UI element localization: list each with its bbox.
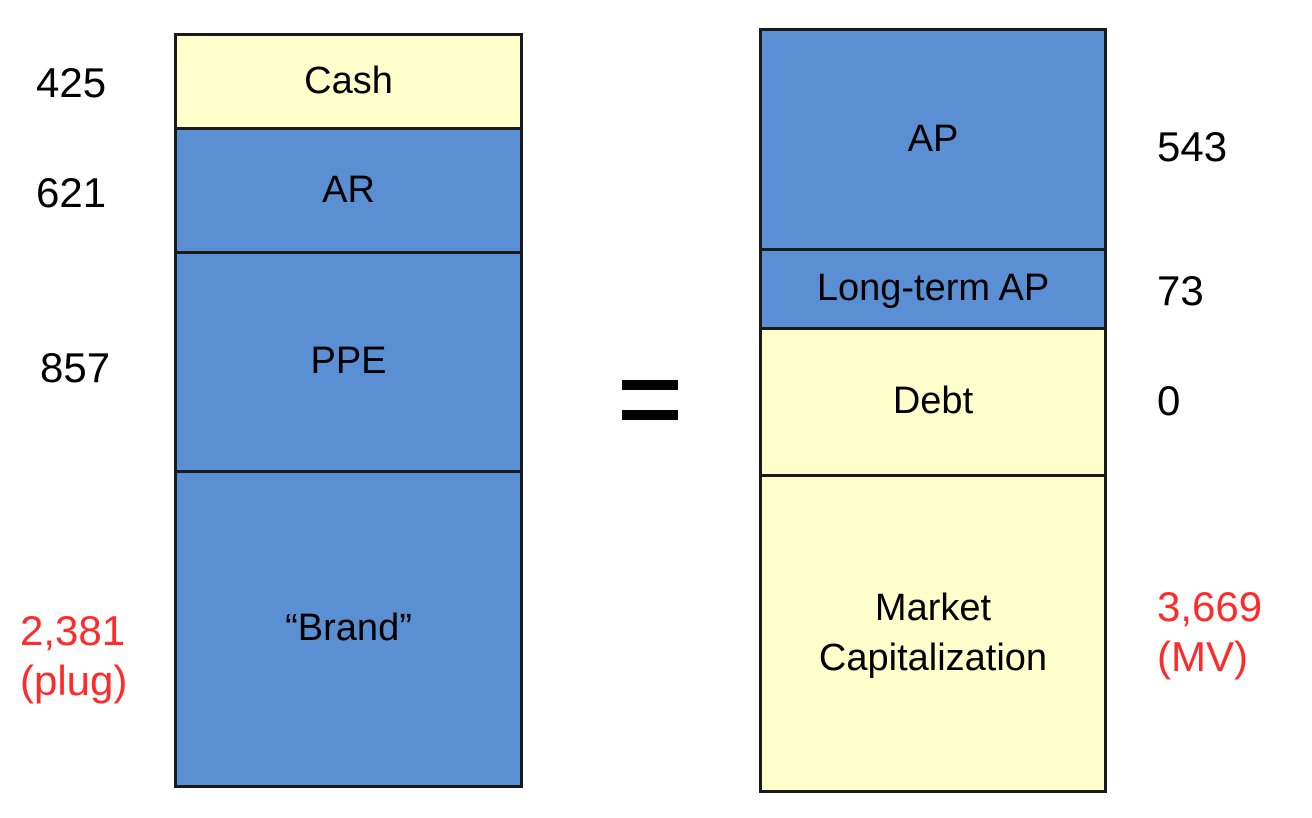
asset-value-brand: 2,381 (plug) [20,606,127,707]
equals-sign [622,380,678,420]
liability-box-debt: Debt [759,327,1107,477]
asset-value-cash: 425 [36,59,107,106]
asset-box-ppe: PPE [174,251,523,473]
equity-box-market-cap: Market Capitalization [759,474,1107,793]
liability-label-long-term-ap: Long-term AP [816,267,1050,310]
asset-box-ar: AR [174,127,523,254]
asset-box-brand: “Brand” [174,470,523,788]
equals-bar-top [622,380,678,390]
asset-label-cash: Cash [304,59,393,102]
equity-value-market-cap: 3,669 (MV) [1157,582,1262,683]
equity-label-line2: Capitalization [818,636,1048,679]
liability-value-debt: 0 [1157,377,1181,424]
equity-label-line1: Market [874,587,992,630]
asset-value-ar: 621 [36,169,107,216]
equity-value-note: (MV) [1157,633,1248,681]
equals-bar-bottom [622,410,678,420]
liability-box-ap: AP [759,28,1107,251]
equity-value-amount: 3,669 [1157,583,1263,630]
liability-value-long-term-ap: 73 [1157,267,1204,314]
liability-label-debt: Debt [892,380,974,423]
liability-value-ap: 543 [1157,123,1228,170]
asset-value-brand-amount: 2,381 [20,607,126,654]
asset-value-ppe: 857 [40,344,111,391]
liability-box-long-term-ap: Long-term AP [759,248,1107,330]
asset-label-ar: AR [322,168,375,211]
asset-box-cash: Cash [174,33,523,130]
asset-value-brand-note: (plug) [20,657,128,705]
asset-label-brand: “Brand” [285,607,412,650]
equity-label-market-cap: Market Capitalization [819,584,1047,683]
asset-label-ppe: PPE [310,340,387,383]
liability-label-ap: AP [907,117,959,160]
